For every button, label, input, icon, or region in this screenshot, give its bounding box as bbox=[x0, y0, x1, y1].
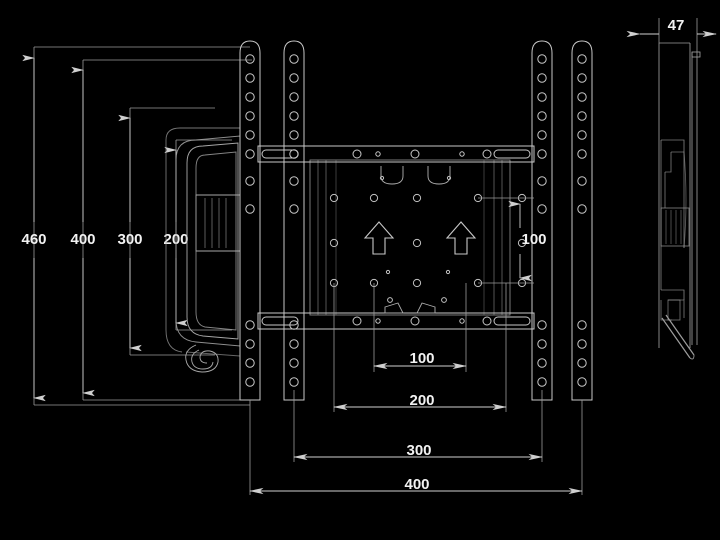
mounting-plate-hole-grid bbox=[329, 175, 527, 303]
dim-label-300: 300 bbox=[117, 231, 142, 248]
mounting-plate bbox=[309, 159, 511, 316]
dim-label-460: 460 bbox=[21, 231, 46, 248]
up-arrow-left bbox=[363, 221, 395, 255]
rail-left-inner bbox=[283, 40, 305, 401]
side-view-profile bbox=[658, 42, 701, 348]
vertical-dimension-arrows bbox=[22, 54, 188, 402]
cable-management-loop bbox=[185, 344, 219, 373]
rail-right-inner bbox=[531, 40, 553, 401]
plate-top-clips bbox=[380, 166, 451, 185]
articulating-arm bbox=[165, 127, 241, 357]
dim-label-100-vertical: 100 bbox=[521, 231, 546, 248]
dim-label-400: 400 bbox=[70, 231, 95, 248]
horizontal-extension-lines bbox=[249, 283, 583, 495]
up-arrow-right bbox=[445, 221, 477, 255]
rail-right-outer bbox=[571, 40, 593, 401]
dim-label-400-horizontal: 400 bbox=[404, 476, 429, 493]
depth-extension-lines bbox=[658, 18, 698, 57]
dim-label-300-horizontal: 300 bbox=[406, 442, 431, 459]
horizontal-dimension-arrows bbox=[249, 362, 583, 495]
plate-bottom-tabs bbox=[384, 302, 436, 314]
dim-label-100-horizontal: 100 bbox=[409, 350, 434, 367]
rail-top-horizontal bbox=[257, 145, 535, 163]
rail-left-outer bbox=[239, 40, 261, 401]
dim-label-200-horizontal: 200 bbox=[409, 392, 434, 409]
vertical-rails-group bbox=[239, 40, 593, 401]
dim-label-47-depth: 47 bbox=[668, 17, 685, 34]
release-handle-lever bbox=[661, 314, 695, 360]
